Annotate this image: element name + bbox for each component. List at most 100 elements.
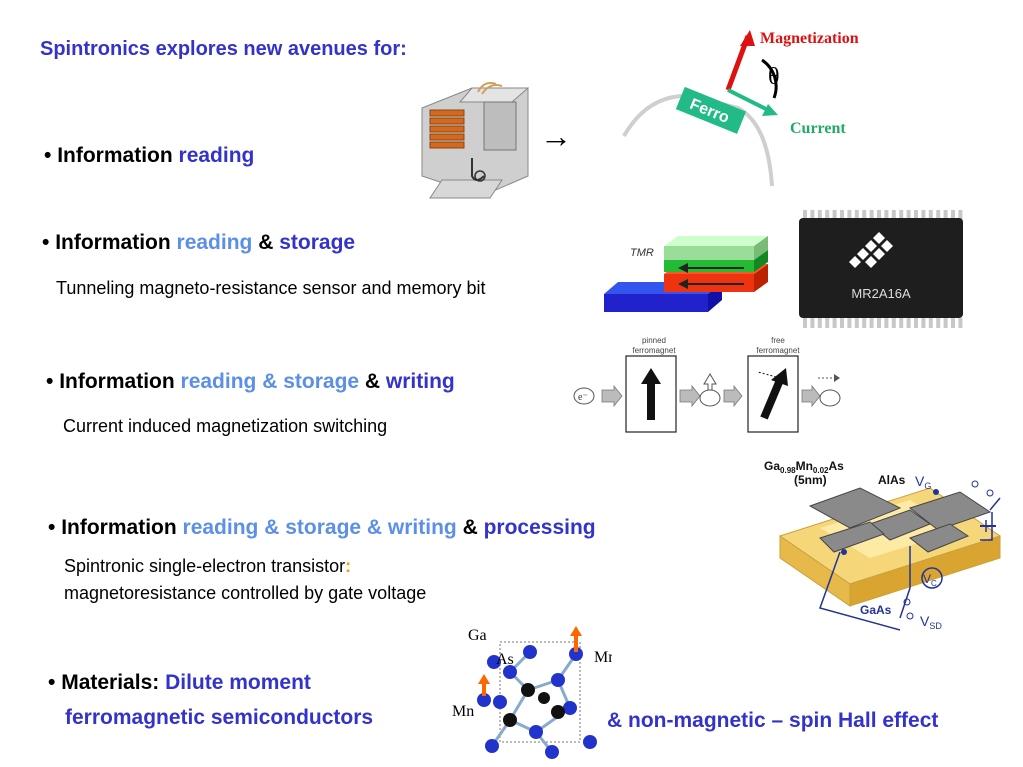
magnetization-arrow-icon [740, 30, 755, 46]
chip-pin [862, 318, 867, 328]
chip-pin [840, 210, 844, 220]
electron-label: e⁻ [578, 392, 588, 403]
chip-pin [884, 318, 889, 328]
chip-pin [936, 210, 941, 220]
chip-pin [854, 210, 859, 220]
chip-pin [951, 318, 955, 328]
switching-caption: Current induced magnetization switching [63, 416, 388, 436]
chip-pin [884, 210, 889, 220]
chip-pin [817, 318, 822, 328]
reading-word: reading [178, 144, 255, 167]
chip-pin [877, 210, 881, 220]
chip-pin [958, 318, 963, 328]
chip-pin [877, 318, 881, 328]
chip-pin [921, 210, 926, 220]
set-caption-text: Spintronic single-electron transistor [64, 556, 346, 576]
gamnas-label: Ga0.98Mn0.02As [764, 459, 844, 475]
chip-pin [936, 318, 941, 328]
read-head-figure [412, 80, 530, 202]
bullet-reading-storage: • Information reading & storage [42, 231, 355, 255]
chip-pin [958, 210, 963, 220]
as-label: As [496, 651, 514, 668]
set-caption-1: Spintronic single-electron transistor: [64, 556, 351, 577]
bullet-reading: • Information reading [44, 144, 254, 168]
chip-pin [847, 318, 852, 328]
chip-pin [914, 210, 918, 220]
chip-pin [862, 210, 867, 220]
pinned-ferromagnet-label: ferromagnet [632, 346, 676, 355]
ga-atoms [485, 645, 597, 759]
rsw-words: reading & storage & writing [182, 516, 457, 539]
ferro-magnetization-figure: Ferro Magnetization θ Current [622, 30, 859, 187]
chip-pin [825, 210, 830, 220]
chip-pin [825, 318, 830, 328]
dilute-moment-text: Dilute moment [165, 671, 311, 694]
chip-label: MR2A16A [851, 286, 911, 301]
chip-pin [906, 210, 911, 220]
chip-pin [928, 318, 933, 328]
chip-pin [869, 210, 874, 220]
magnetization-label: Magnetization [760, 30, 859, 47]
chip-pin [899, 210, 904, 220]
bullet-prefix: Information [57, 144, 179, 167]
chip-pin [810, 318, 815, 328]
bullet-processing: • Information reading & storage & writin… [48, 516, 596, 540]
coil [429, 109, 465, 149]
bullet-prefix: Materials: [61, 671, 166, 694]
chip-pin [921, 318, 926, 328]
switching-figure: pinned ferromagnet free ferromagnet e⁻ [568, 334, 846, 438]
bullet-dot: • [48, 671, 56, 694]
chip-pin [810, 210, 815, 220]
lattice-figure: Ga As Mn Mn [452, 626, 612, 759]
bullet-dot: • [44, 144, 52, 167]
tmr-label: TMR [630, 247, 654, 259]
tmr-caption: Tunneling magneto-resistance sensor and … [56, 278, 486, 298]
chip-pin [847, 210, 852, 220]
chip-pin [803, 210, 807, 220]
chip-pin [854, 318, 859, 328]
mram-chip-figure: MR2A16A [799, 210, 963, 328]
chip-pin [803, 318, 807, 328]
bullet-dot: • [46, 370, 54, 393]
chip-pin [943, 318, 948, 328]
tmr-stack-figure: TMR [604, 236, 768, 312]
ampersand: & [456, 516, 484, 539]
chip-pin [891, 210, 896, 220]
chip-pin [832, 210, 837, 220]
free-ferromagnet-label: ferromagnet [756, 346, 800, 355]
page-title: Spintronics explores new avenues for: [40, 38, 407, 60]
mn-left-label: Mn [452, 703, 474, 720]
bullet-dot: • [48, 516, 56, 539]
bullet-prefix: Information [61, 516, 183, 539]
chip-pin [906, 318, 911, 328]
bullet-prefix: Information [55, 231, 177, 254]
chip-pin [928, 210, 933, 220]
set-device-figure: VC Ga0.98Mn0.02As (5nm) AlAs VG GaAs VSD [760, 448, 1023, 638]
pinned-label: pinned [642, 336, 666, 345]
reading-storage-words: reading & storage [180, 370, 360, 393]
current-label: Current [790, 120, 846, 137]
storage-word: storage [279, 231, 356, 254]
ga-label: Ga [468, 627, 487, 644]
bullet-prefix: Information [59, 370, 181, 393]
chip-pin [832, 318, 837, 328]
thickness-label: (5nm) [794, 473, 827, 487]
semiconductors-text: ferromagnetic semiconductors [65, 706, 374, 729]
mn-right-label: Mn [594, 649, 612, 666]
free-arrow-icon [771, 368, 788, 386]
current-arrow-icon [762, 104, 778, 116]
chip-pin [899, 318, 904, 328]
pinned-arrow-icon [641, 368, 661, 384]
set-caption-colon: : [345, 556, 352, 576]
chip-pin [840, 318, 844, 328]
arrow-right-icon: → [540, 118, 572, 154]
writing-word: writing [385, 370, 455, 393]
chip-pin [869, 318, 874, 328]
bullet-materials: • Materials: Dilute moment [48, 671, 311, 695]
reading-word: reading [176, 231, 253, 254]
ampersand: & [359, 370, 386, 393]
alas-label: AlAs [878, 473, 906, 487]
free-label: free [771, 336, 785, 345]
bullet-dot: • [42, 231, 50, 254]
chip-pin [817, 210, 822, 220]
